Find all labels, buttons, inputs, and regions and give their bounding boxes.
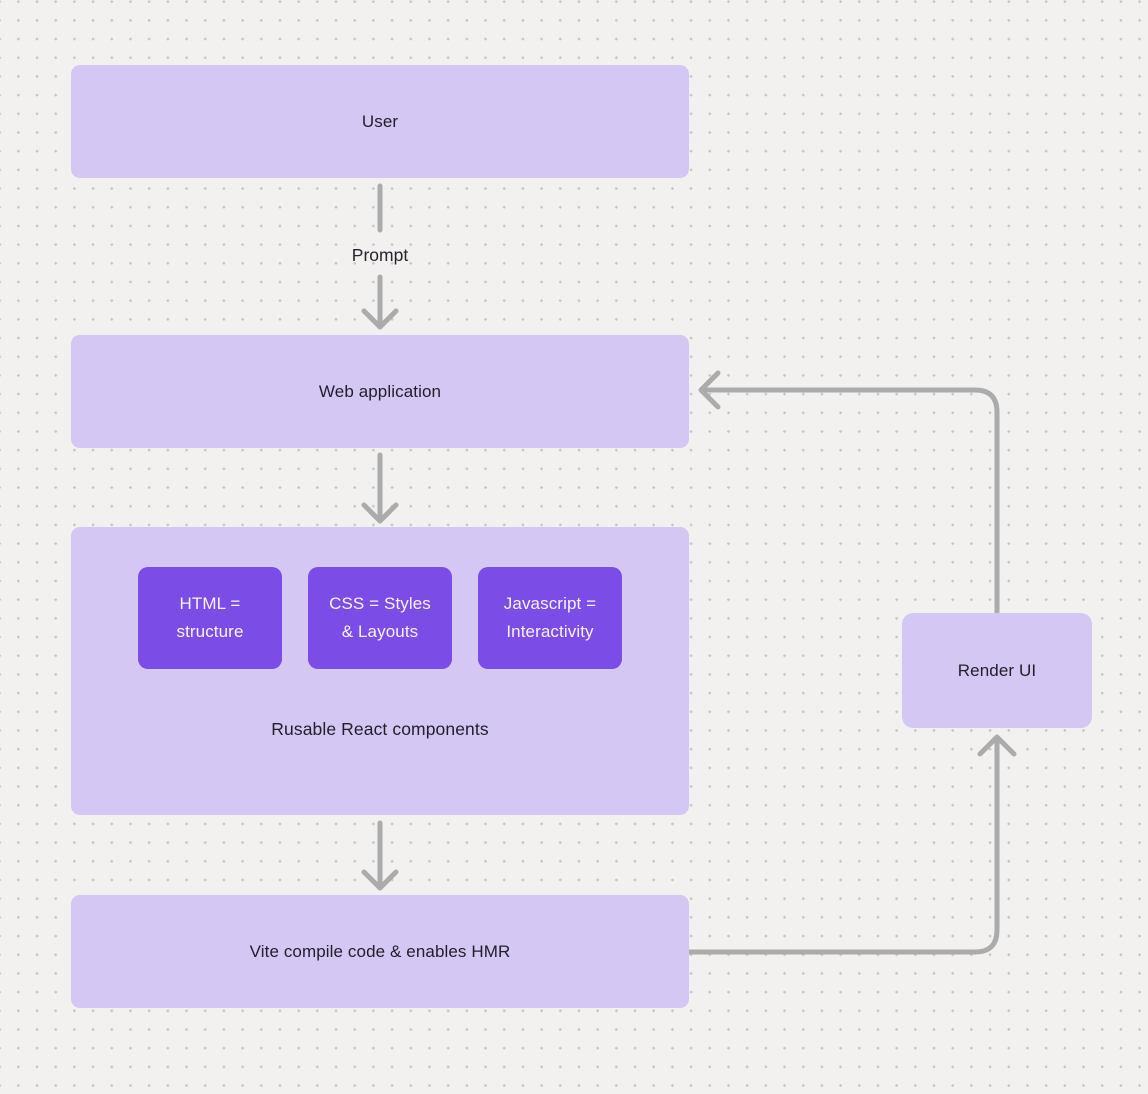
node-user-label: User bbox=[361, 111, 399, 131]
node-render-ui[interactable]: Render UI bbox=[902, 613, 1092, 728]
card-css-line1: CSS = Styles bbox=[329, 594, 431, 613]
edge-label-prompt: Prompt bbox=[351, 245, 409, 265]
arrow-web-to-components bbox=[361, 452, 399, 524]
card-javascript-line1: Javascript = bbox=[503, 594, 597, 613]
card-javascript[interactable]: Javascript = Interactivity bbox=[478, 567, 622, 669]
connector-vite-to-render-ui bbox=[686, 734, 1017, 955]
node-vite[interactable]: Vite compile code & enables HMR bbox=[71, 895, 689, 1008]
card-css[interactable]: CSS = Styles & Layouts bbox=[308, 567, 452, 669]
node-vite-label: Vite compile code & enables HMR bbox=[249, 941, 511, 961]
card-html-line2: structure bbox=[176, 622, 244, 641]
group-react-components[interactable]: HTML = structure CSS = Styles & Layouts … bbox=[71, 527, 689, 815]
card-css-line2: & Layouts bbox=[341, 622, 419, 641]
card-html-line1: HTML = bbox=[179, 594, 241, 613]
card-javascript-line2: Interactivity bbox=[506, 622, 594, 641]
card-html[interactable]: HTML = structure bbox=[138, 567, 282, 669]
node-web-application[interactable]: Web application bbox=[71, 335, 689, 448]
connector-render-ui-to-web bbox=[698, 370, 1000, 616]
node-user[interactable]: User bbox=[71, 65, 689, 178]
arrow-components-to-vite bbox=[361, 820, 399, 891]
group-react-components-label: Rusable React components bbox=[271, 719, 489, 739]
node-web-application-label: Web application bbox=[318, 381, 442, 401]
node-render-ui-label: Render UI bbox=[957, 660, 1037, 680]
